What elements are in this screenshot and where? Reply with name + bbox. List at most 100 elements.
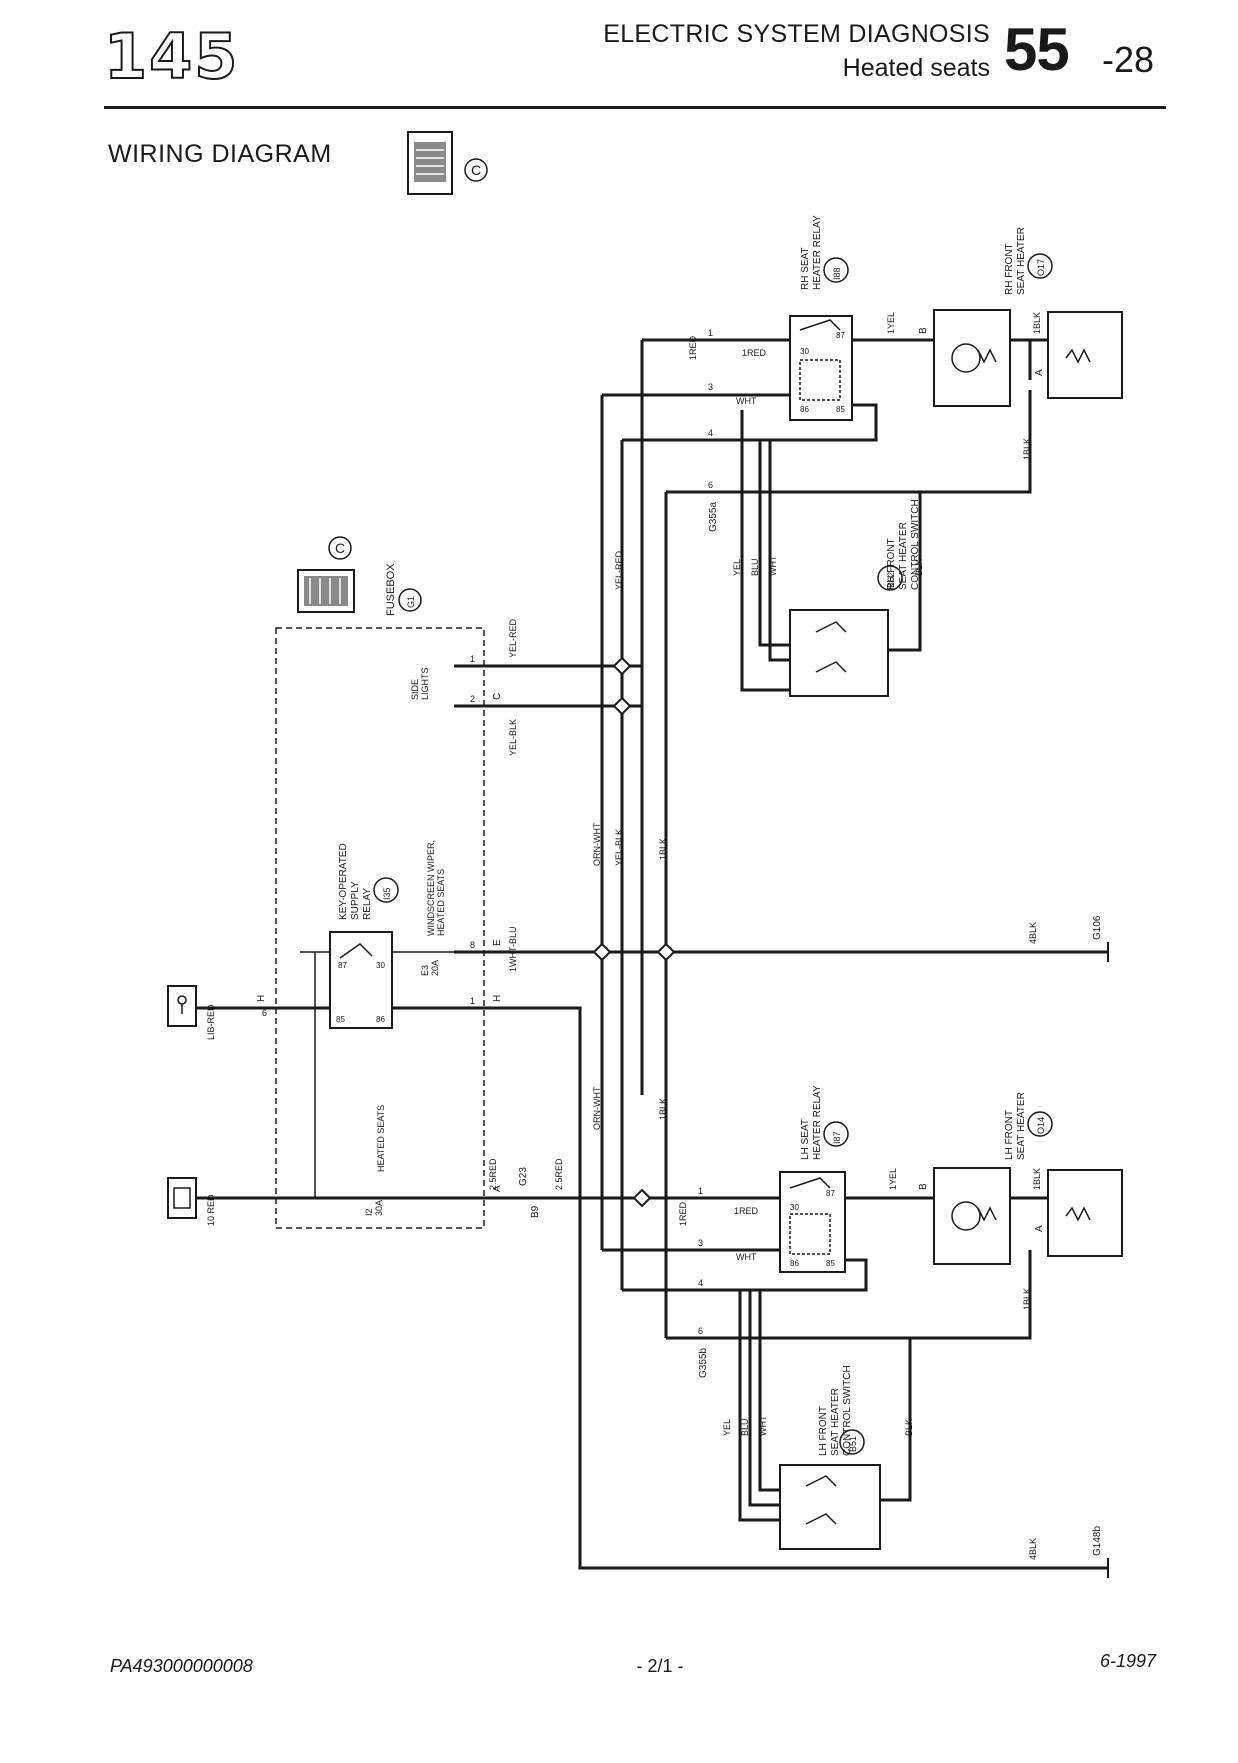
wire-label-rh-yel: 1YEL xyxy=(886,312,896,334)
splice-2 xyxy=(612,696,632,716)
pin-6-rh: 6 xyxy=(708,480,713,490)
footer-date: 6-1997 xyxy=(1100,1651,1157,1671)
wire-label-lh-sw-yel: YEL xyxy=(722,1419,732,1436)
connector-h-key: H xyxy=(256,995,267,1002)
wire-label-25red-b: 2.5RED xyxy=(554,1158,564,1190)
wire-label-yel-blk: YEL-BLK xyxy=(508,719,518,756)
circle-c-label-2: C xyxy=(335,540,345,556)
footer-doc-id: PA493000000008 xyxy=(110,1656,253,1676)
pin-6-lh: 6 xyxy=(698,1326,703,1336)
splice-3 xyxy=(592,942,612,962)
supply-relay-pin86: 86 xyxy=(376,1015,385,1024)
lh-front-seat-heater xyxy=(933,1167,1011,1265)
connector-e: E xyxy=(492,939,503,946)
rh-seat-label-1: RH FRONT xyxy=(1004,243,1015,295)
wire-label-lh-sw-blu: BLU xyxy=(740,1418,750,1436)
connector-b-lh: B xyxy=(918,1183,929,1190)
wire-label-rh-blk: 1BLK xyxy=(1032,312,1042,334)
pin-8-fuse: 8 xyxy=(470,940,475,950)
fuse-e3: E3 xyxy=(420,965,430,976)
lh-switch-label-2: SEAT HEATER xyxy=(830,1388,841,1456)
fuse-i2-amp: 30A xyxy=(374,1200,384,1216)
lh-switch-label-1: LH FRONT xyxy=(818,1406,829,1456)
lh-seat-heater-relay xyxy=(779,1171,846,1273)
lh-seat-label-1: LH FRONT xyxy=(1004,1110,1015,1160)
rh-front-seat-heater xyxy=(933,309,1011,407)
lh-switch-id: B51 xyxy=(848,1436,858,1452)
wire-label-lh-sw-wht: WHT xyxy=(758,1415,768,1436)
wire-label-lh-red-rev: 1RED xyxy=(734,1206,759,1216)
fuse-e3-amp: 20A xyxy=(430,960,440,976)
header-rule xyxy=(104,106,1166,109)
supply-relay-label-3: RELAY xyxy=(362,888,373,920)
footer-page: - 2/1 - xyxy=(636,1656,684,1676)
connector-g106: G106 xyxy=(1092,915,1103,940)
circle-c-icon-2 xyxy=(328,536,352,560)
supply-relay-pin85: 85 xyxy=(336,1015,345,1024)
wire-label-lib-red: LIB-RED xyxy=(206,1004,216,1040)
model-logo: 145 xyxy=(103,20,240,93)
side-lights-label-1: SIDE xyxy=(410,679,420,700)
supply-relay-label-2: SUPPLY xyxy=(350,881,361,920)
connector-a-rh: A xyxy=(1034,369,1045,376)
fusebox-location-icon xyxy=(407,131,453,195)
wire-label-10red: 10 RED xyxy=(206,1194,216,1226)
wire-label-orn-wht: ORN-WHT xyxy=(592,822,602,866)
lh-relay-label-1: LH SEAT xyxy=(800,1119,811,1160)
fusebox-boundary xyxy=(275,627,485,1229)
wire-label-sw-blk: BLK xyxy=(914,559,924,576)
lh-front-seat-heater-control-switch xyxy=(779,1464,881,1550)
wire-label-25red: 2.5RED xyxy=(488,1158,498,1190)
lh-relay-pin85: 85 xyxy=(826,1259,835,1268)
section-minor-number: -28 xyxy=(1102,39,1155,80)
wire-label-wht-blu: 1WHT-BLU xyxy=(508,926,518,972)
connector-g23: G23 xyxy=(518,1167,529,1186)
pin-3-lh: 3 xyxy=(698,1238,703,1248)
wire-label-rh-red-rev: 1RED xyxy=(742,348,767,358)
section-title: WIRING DIAGRAM xyxy=(108,140,332,168)
wire-label-lh-red: 1RED xyxy=(678,1201,688,1226)
side-lights-label-2: LIGHTS xyxy=(420,667,430,700)
fuse-i2: I2 xyxy=(364,1208,374,1216)
fusebox-small-icon xyxy=(297,569,355,613)
connector-a-fuse: A xyxy=(492,1185,503,1192)
supply-relay-id: I35 xyxy=(382,887,392,900)
fusebox-id: G1 xyxy=(406,596,416,608)
wire-label-g148b: 4BLK xyxy=(1028,1538,1038,1560)
lh-seat-heater-element xyxy=(1047,1169,1123,1257)
wire-label-rh-red: 1RED xyxy=(688,335,698,360)
wire-label-yel-red: YEL-RED xyxy=(614,550,624,590)
lh-relay-pin86: 86 xyxy=(790,1259,799,1268)
wire-label-g106: 4BLK xyxy=(1028,922,1038,944)
wire-label-sw-wht: WHT xyxy=(768,555,778,576)
rh-relay-pin87: 87 xyxy=(836,331,845,340)
connector-g355b: G355b xyxy=(698,1348,709,1378)
wire-group xyxy=(195,338,1108,1570)
connector-b9: B9 xyxy=(530,1205,541,1218)
wire-label-lh-blk: 1BLK xyxy=(1032,1168,1042,1190)
rh-relay-id: I88 xyxy=(832,267,842,280)
rh-seat-id: O17 xyxy=(1036,259,1046,276)
pin-1-fuse-h: 1 xyxy=(470,996,475,1006)
pin-6-key: 6 xyxy=(262,1008,267,1018)
wire-label-sw-yel: YEL xyxy=(732,559,742,576)
wire-label-lh-yel: 1YEL xyxy=(888,1168,898,1190)
pin-4-lh: 4 xyxy=(698,1278,703,1288)
wire-label-yel-blk2: YEL-BLK xyxy=(614,829,624,866)
pin-1-rh: 1 xyxy=(708,328,713,338)
wire-label-yel-red2: YEL-RED xyxy=(508,618,518,658)
wire-label-lh-blk2: 1BLK xyxy=(1022,1288,1032,1310)
lh-relay-id: I87 xyxy=(832,1131,842,1144)
key-operated-supply-relay xyxy=(329,931,393,1029)
wire-label-orn-wht2: ORN-WHT xyxy=(592,1086,602,1130)
splice-5 xyxy=(632,1188,652,1208)
rh-relay-pin86: 86 xyxy=(800,405,809,414)
lh-relay-pin30: 30 xyxy=(790,1203,799,1212)
wiper-fuse-label-2: HEATED SEATS xyxy=(436,869,446,936)
rh-relay-pin30: 30 xyxy=(800,347,809,356)
battery-icon xyxy=(167,1177,197,1219)
pin-3-rh: 3 xyxy=(708,382,713,392)
header-subtitle: Heated seats xyxy=(842,54,990,82)
wire-label-rh-blk2: 1BLK xyxy=(1022,438,1032,460)
rh-switch-label-2: SEAT HEATER xyxy=(898,522,909,590)
